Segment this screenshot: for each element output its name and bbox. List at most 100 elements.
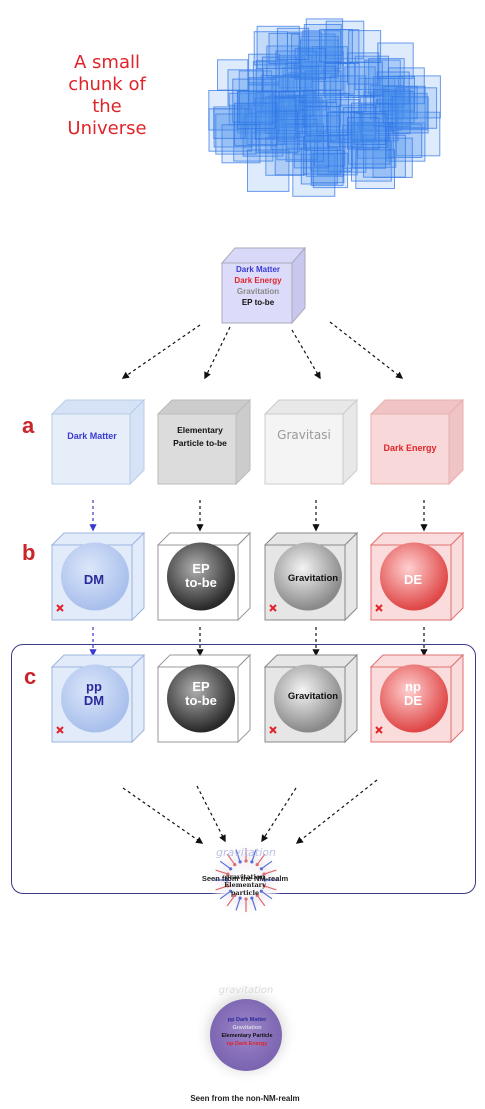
- arrow-head: [226, 872, 230, 876]
- cell-sphere: [380, 542, 448, 611]
- cluster-cube: [304, 115, 341, 151]
- arrow-head: [229, 867, 233, 871]
- arrow-head: [233, 863, 237, 867]
- non-nm-realm-caption: Seen from the non-NM-realm: [190, 1094, 300, 1103]
- inward-arrow: [219, 891, 231, 900]
- cluster-cube: [227, 69, 264, 106]
- caption-line-1: A small: [74, 52, 140, 73]
- source-cube-labels: Dark Matter Dark Energy Gravitation EP t…: [222, 264, 294, 308]
- cell-sphere: [274, 542, 342, 611]
- row-a-ep-line-1: Elementary: [177, 425, 223, 435]
- arrow-head: [259, 889, 263, 893]
- nm-inner-line-1: gravitation: [224, 873, 266, 881]
- arrow-head: [238, 896, 242, 900]
- cluster-cube: [247, 149, 290, 192]
- cube-front: [157, 413, 237, 485]
- nm-glow: [208, 842, 284, 918]
- row-a-ep-label: Elementary Particle to-be: [160, 424, 240, 450]
- label-gravitation: Gravitation: [236, 287, 280, 296]
- label-dark-energy: Dark Energy: [234, 276, 282, 285]
- arrow-head: [229, 889, 233, 893]
- cluster-cube: [376, 71, 410, 105]
- cell-sphere: [380, 664, 448, 733]
- caption-line-3: the: [92, 96, 122, 117]
- row-a-dark-matter-label: Dark Matter: [67, 431, 117, 441]
- row-b-dm-label: DM: [83, 572, 105, 587]
- arrow-head: [225, 878, 229, 882]
- inward-arrow: [261, 860, 273, 869]
- arrow-head: [244, 859, 248, 863]
- cluster-cube: [261, 75, 301, 115]
- cluster-cube: [347, 117, 380, 150]
- row-c-ep-line-1: EP: [192, 679, 210, 694]
- cross-mark: [375, 726, 383, 734]
- arrow-head: [259, 867, 263, 871]
- row-b-de-label: DE: [403, 572, 423, 587]
- nm-inner-line-2: Elementary: [224, 881, 266, 889]
- label-ep-to-be: EP to-be: [241, 298, 275, 307]
- source-cube: [220, 246, 307, 325]
- row-c-grav-label: Gravitation: [287, 691, 339, 702]
- cluster-cube: [232, 78, 277, 123]
- row-a-ep-line-2: Particle to-be: [173, 438, 227, 448]
- caption-line-2: chunk of: [68, 74, 146, 95]
- cluster-cube: [363, 134, 406, 178]
- arrow-head: [255, 893, 259, 898]
- cluster-cube: [300, 147, 338, 185]
- row-a-dark-energy-label: Dark Energy: [383, 443, 437, 453]
- arrow-head: [250, 860, 254, 864]
- cube-front: [264, 413, 344, 485]
- cell-sphere: [61, 664, 129, 733]
- non-nm-line-3: Elementary Particle: [221, 1033, 273, 1039]
- arrow-head: [262, 872, 266, 876]
- row-letter-c: c: [24, 664, 37, 689]
- label-dark-matter: Dark Matter: [235, 265, 280, 274]
- cluster-cube: [213, 106, 246, 139]
- cross-mark: [269, 604, 277, 612]
- arrow-head: [226, 884, 230, 888]
- cluster-cube: [238, 90, 273, 125]
- cluster-cube: [355, 149, 395, 190]
- inward-arrow: [226, 853, 235, 865]
- cluster-cube: [276, 27, 310, 60]
- cluster-cube: [248, 53, 280, 86]
- nm-grav-word: gravitation: [216, 846, 276, 859]
- cell-sphere: [167, 664, 235, 733]
- inward-arrow: [264, 869, 277, 875]
- inward-arrow: [257, 853, 266, 865]
- cross-mark: [56, 726, 64, 734]
- cluster-cube: [294, 48, 327, 80]
- cluster-cube: [348, 122, 391, 165]
- arrow-head: [244, 897, 248, 901]
- nm-inner-text: gravitation Elementary particle: [215, 873, 275, 897]
- inward-arrow: [251, 898, 257, 911]
- inward-arrow: [219, 860, 231, 869]
- row-c-dm-line-1: pp: [86, 679, 102, 694]
- inward-arrow: [257, 895, 266, 907]
- cluster-cube: [236, 90, 276, 130]
- cell-sphere: [167, 542, 235, 611]
- cluster-cube: [351, 102, 389, 141]
- cross-mark: [375, 604, 383, 612]
- non-nm-grav-word: gravitation: [218, 985, 274, 996]
- inward-arrow: [226, 895, 235, 907]
- row-c-de-label: np DE: [393, 680, 433, 708]
- arrow-head: [238, 860, 242, 864]
- row-c-dm-label: pp DM: [74, 680, 114, 708]
- non-nm-line-4: np Dark Energy: [226, 1041, 268, 1047]
- cell-sphere: [61, 542, 129, 611]
- cluster-cube: [268, 32, 300, 65]
- cluster-cube: [353, 112, 386, 146]
- cell-sphere: [274, 664, 342, 733]
- cluster-cube: [391, 96, 429, 134]
- cube-front: [51, 413, 131, 485]
- cross-mark: [56, 604, 64, 612]
- row-b-ep-line-1: EP: [192, 561, 210, 576]
- universe-caption: A small chunk of the Universe: [52, 52, 162, 140]
- cluster-cube: [395, 87, 438, 129]
